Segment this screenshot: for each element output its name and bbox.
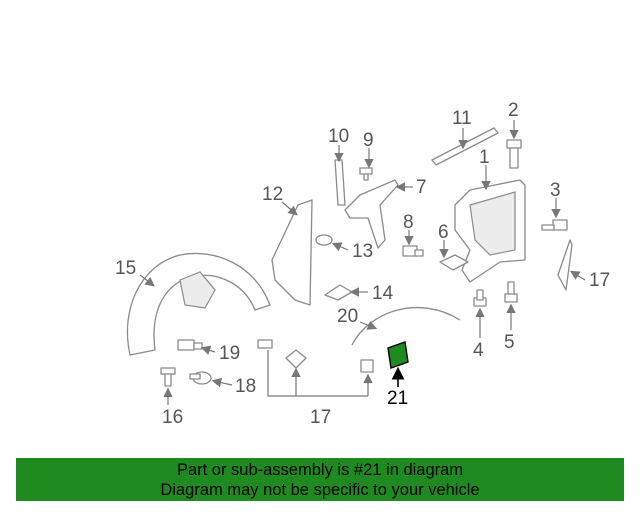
part-18-clip[interactable] bbox=[189, 371, 212, 385]
part-6-clip[interactable] bbox=[439, 254, 469, 271]
leader-17-right bbox=[569, 270, 586, 281]
callout-12: 12 bbox=[262, 184, 283, 205]
callout-18: 18 bbox=[235, 376, 256, 397]
part-17-fastener-b[interactable] bbox=[285, 349, 307, 369]
banner-line-1: Part or sub-assembly is #21 in diagram bbox=[176, 461, 464, 479]
callout-14: 14 bbox=[372, 283, 394, 304]
part-4-bolt[interactable] bbox=[473, 289, 487, 307]
callout-9: 9 bbox=[363, 130, 374, 151]
part-14-clip[interactable] bbox=[324, 284, 353, 301]
part-17-fastener-c[interactable] bbox=[360, 359, 374, 373]
part-21-highlighted[interactable] bbox=[387, 341, 409, 369]
part-5-bolt[interactable] bbox=[504, 281, 518, 303]
callout-1: 1 bbox=[479, 147, 490, 168]
callout-7: 7 bbox=[416, 177, 427, 198]
part-13-grommet[interactable] bbox=[315, 234, 333, 246]
callout-8: 8 bbox=[403, 212, 414, 233]
part-20-moulding[interactable] bbox=[351, 306, 461, 346]
callout-15: 15 bbox=[115, 258, 136, 279]
callout-21: 21 bbox=[387, 388, 408, 409]
callout-10: 10 bbox=[328, 126, 349, 147]
part-8-bolt[interactable] bbox=[402, 245, 424, 257]
callout-4: 4 bbox=[473, 340, 484, 361]
part-9-screw[interactable] bbox=[359, 167, 373, 181]
callout-11: 11 bbox=[452, 108, 472, 129]
banner-line-2: Diagram may not be specific to your vehi… bbox=[160, 481, 480, 499]
callout-5: 5 bbox=[504, 332, 515, 353]
callout-3: 3 bbox=[550, 180, 561, 201]
leader-20 bbox=[359, 320, 378, 330]
part-10-strip[interactable] bbox=[334, 159, 346, 206]
part-17-trim-right[interactable] bbox=[557, 239, 573, 291]
callout-17-bottom: 17 bbox=[310, 407, 331, 428]
part-7-bracket[interactable] bbox=[344, 179, 399, 249]
callout-19: 19 bbox=[219, 343, 240, 364]
info-banner: Part or sub-assembly is #21 in diagram D… bbox=[16, 458, 624, 501]
part-3-bolt[interactable] bbox=[541, 219, 568, 231]
leader-17-bracket bbox=[267, 350, 368, 397]
leader-13 bbox=[331, 242, 349, 252]
leader-19 bbox=[200, 345, 216, 355]
part-12-shield[interactable] bbox=[271, 199, 313, 306]
callout-17-right: 17 bbox=[589, 270, 610, 291]
callout-16: 16 bbox=[162, 407, 183, 428]
callout-20: 20 bbox=[337, 306, 358, 327]
part-2-bolt[interactable] bbox=[506, 139, 522, 169]
leader-15 bbox=[139, 274, 155, 287]
part-1-fender[interactable] bbox=[454, 179, 526, 283]
part-17-fastener-a[interactable] bbox=[257, 339, 273, 349]
leader-18 bbox=[211, 377, 233, 388]
callout-6: 6 bbox=[438, 222, 449, 243]
callout-2: 2 bbox=[508, 100, 519, 121]
leader-12 bbox=[281, 201, 298, 216]
part-16-pin[interactable] bbox=[160, 367, 176, 387]
part-19-bolt[interactable] bbox=[177, 339, 203, 351]
part-15-liner[interactable] bbox=[126, 252, 271, 356]
callout-13: 13 bbox=[352, 241, 373, 262]
